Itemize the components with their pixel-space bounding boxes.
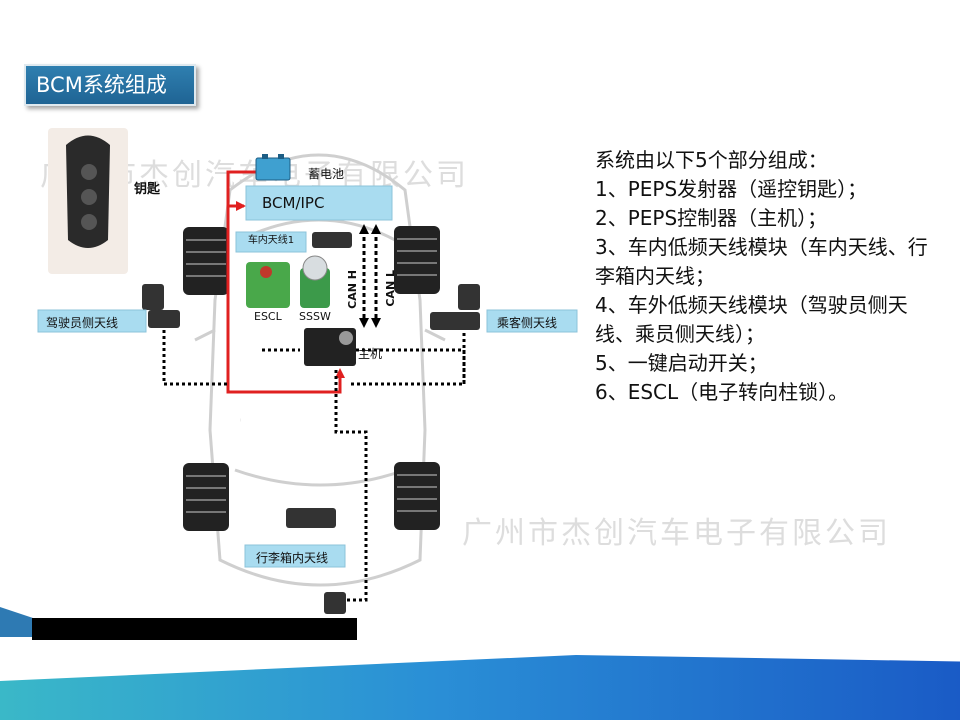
host-module-icon	[304, 328, 356, 366]
battery-label: 蓄电池	[308, 167, 345, 181]
key-label: 钥匙	[134, 182, 161, 197]
bcm-box	[245, 185, 393, 221]
driver-antenna-box	[37, 309, 147, 333]
black-bar	[32, 618, 357, 640]
description-item: 4、车外低频天线模块（驾驶员侧天线、乘员侧天线）；	[595, 293, 908, 346]
bcm-label: BCM/IPC	[262, 194, 325, 212]
can-h-label: CAN H	[346, 270, 359, 309]
description-item: 1、PEPS发射器（遥控钥匙）；	[595, 177, 868, 201]
power-arrow	[236, 201, 246, 211]
system-description: 系统由以下5个部分组成： 1、PEPS发射器（遥控钥匙）； 2、PEPS控制器（…	[595, 146, 935, 407]
description-item: 3、车内低频天线模块（车内天线、行李箱内天线；	[595, 235, 928, 288]
passenger-antenna-icon	[430, 312, 480, 330]
signal-lines	[162, 326, 466, 602]
can-l-label: CAN L	[384, 270, 397, 307]
can-bus	[362, 230, 378, 322]
interior-antenna-label: 车内天线1	[247, 235, 295, 246]
driver-antenna-label: 驾驶员侧天线	[46, 316, 119, 330]
host-arrow	[335, 368, 345, 378]
driver-antenna-icon	[148, 310, 180, 328]
key-fob-icon	[48, 128, 128, 274]
trunk-antenna-box	[244, 544, 346, 568]
description-item: 5、一键启动开关；	[595, 351, 768, 375]
wheel-front-right	[394, 226, 440, 294]
description-item: 2、PEPS控制器（主机）；	[595, 206, 828, 230]
wheel-front-left	[183, 227, 229, 295]
sssw-icon	[300, 255, 330, 308]
driver-antenna-top-icon	[142, 284, 164, 310]
interior-antenna-box	[235, 231, 307, 253]
wheel-rear-right	[394, 462, 440, 530]
passenger-antenna-top-icon	[458, 284, 480, 310]
trunk-antenna-label: 行李箱内天线	[256, 551, 329, 565]
trunk-antenna-icon	[286, 508, 336, 528]
passenger-antenna-label: 乘客侧天线	[497, 316, 558, 330]
interior-antenna-icon	[312, 232, 352, 248]
passenger-antenna-box	[486, 309, 578, 333]
battery-icon	[255, 154, 291, 181]
escl-label: ESCL	[254, 310, 282, 323]
page-title: BCM系统组成	[24, 64, 196, 106]
wheel-rear-left	[183, 463, 229, 531]
escl-icon	[246, 262, 290, 308]
sssw-label: SSSW	[299, 310, 331, 323]
description-intro: 系统由以下5个部分组成：	[595, 148, 828, 172]
host-label: 主机	[358, 347, 383, 361]
watermark-bottom: 广州市杰创汽车电子有限公司	[462, 516, 891, 551]
trunk-antenna-bottom-icon	[324, 592, 346, 614]
description-item: 6、ESCL（电子转向柱锁）。	[595, 380, 849, 404]
